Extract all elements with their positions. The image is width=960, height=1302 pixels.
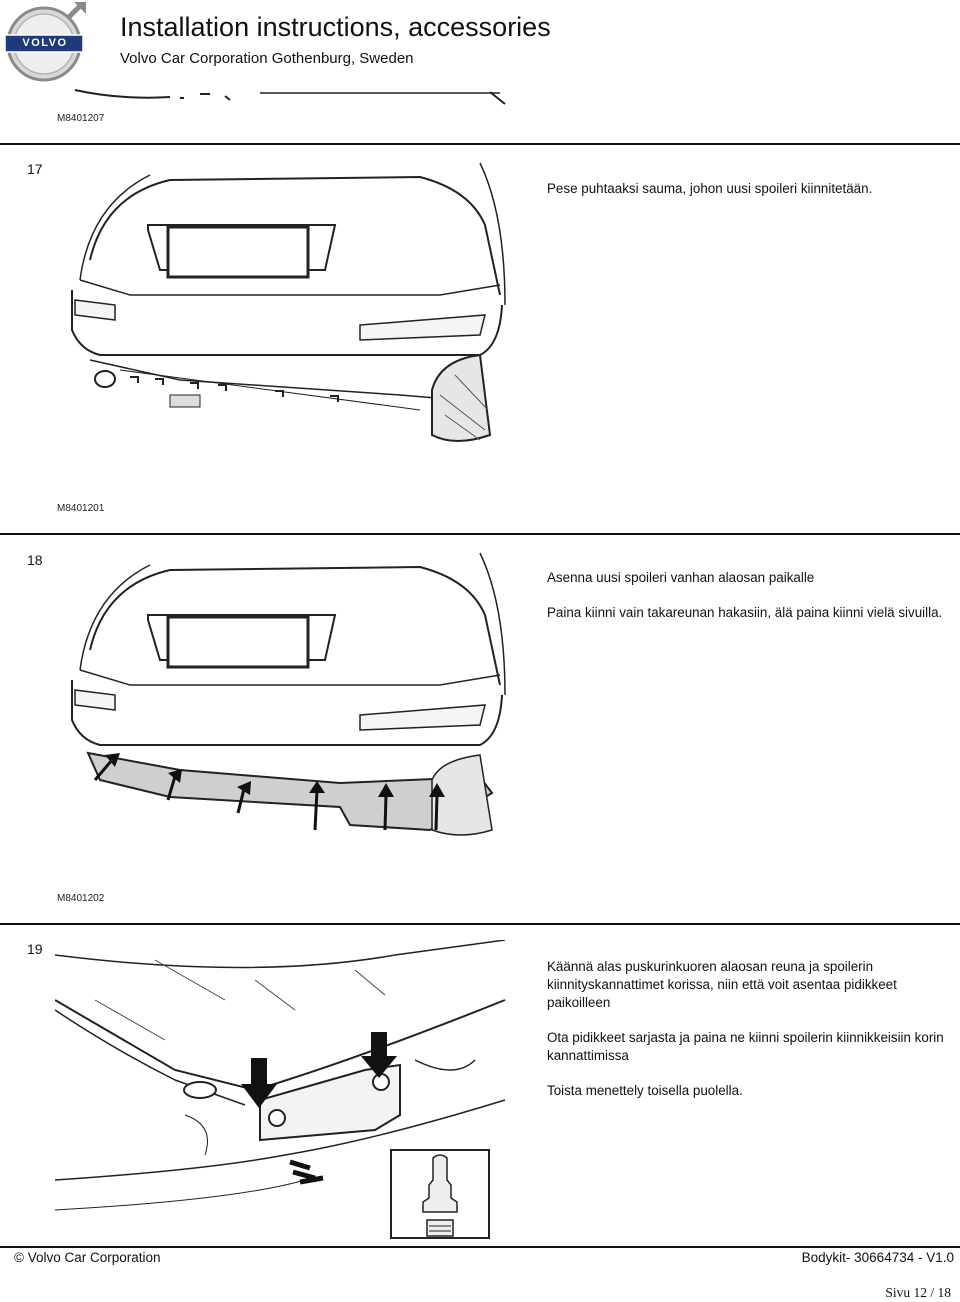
step-paragraph: Pese puhtaaksi sauma, johon uusi spoiler… — [547, 181, 873, 196]
step-number: 18 — [27, 552, 43, 568]
figure-ref-step-17: M8401201 — [57, 503, 105, 514]
step-paragraph: Toista menettely toisella puolella. — [547, 1083, 743, 1098]
step-paragraph: Käännä alas puskurinkuoren alaosan reuna… — [547, 959, 897, 1010]
section-divider — [0, 143, 960, 145]
step-17-text: Pese puhtaaksi sauma, johon uusi spoiler… — [547, 180, 957, 198]
footer-copyright: © Volvo Car Corporation — [14, 1250, 161, 1265]
step-number: 17 — [27, 161, 43, 177]
page-number: Sivu 12 / 18 — [885, 1285, 951, 1300]
footer-doc-id: Bodykit- 30664734 - V1.0 — [801, 1250, 954, 1265]
figure-ref-top: M8401207 — [57, 113, 105, 124]
document-subtitle: Volvo Car Corporation Gothenburg, Sweden — [120, 50, 414, 67]
figure-partial-top — [60, 84, 520, 114]
figure-car-rear-step-18 — [60, 545, 510, 845]
footer-divider — [0, 1246, 960, 1248]
volvo-logo: VOLVO — [2, 0, 88, 86]
section-divider — [0, 923, 960, 925]
document-title: Installation instructions, accessories — [120, 12, 551, 42]
step-18-text: Asenna uusi spoileri vanhan alaosan paik… — [547, 569, 957, 622]
step-paragraph: Paina kiinni vain takareunan hakasiin, ä… — [547, 605, 943, 620]
step-paragraph: Asenna uusi spoileri vanhan alaosan paik… — [547, 570, 815, 585]
figure-ref-step-18: M8401202 — [57, 893, 105, 904]
logo-text: VOLVO — [22, 37, 68, 49]
figure-car-rear-step-17 — [60, 155, 510, 455]
figure-bumper-underside-step-19 — [55, 940, 510, 1240]
section-divider — [0, 533, 960, 535]
step-number: 19 — [27, 941, 43, 957]
step-19-text: Käännä alas puskurinkuoren alaosan reuna… — [547, 958, 957, 1100]
step-paragraph: Ota pidikkeet sarjasta ja paina ne kiinn… — [547, 1030, 944, 1063]
